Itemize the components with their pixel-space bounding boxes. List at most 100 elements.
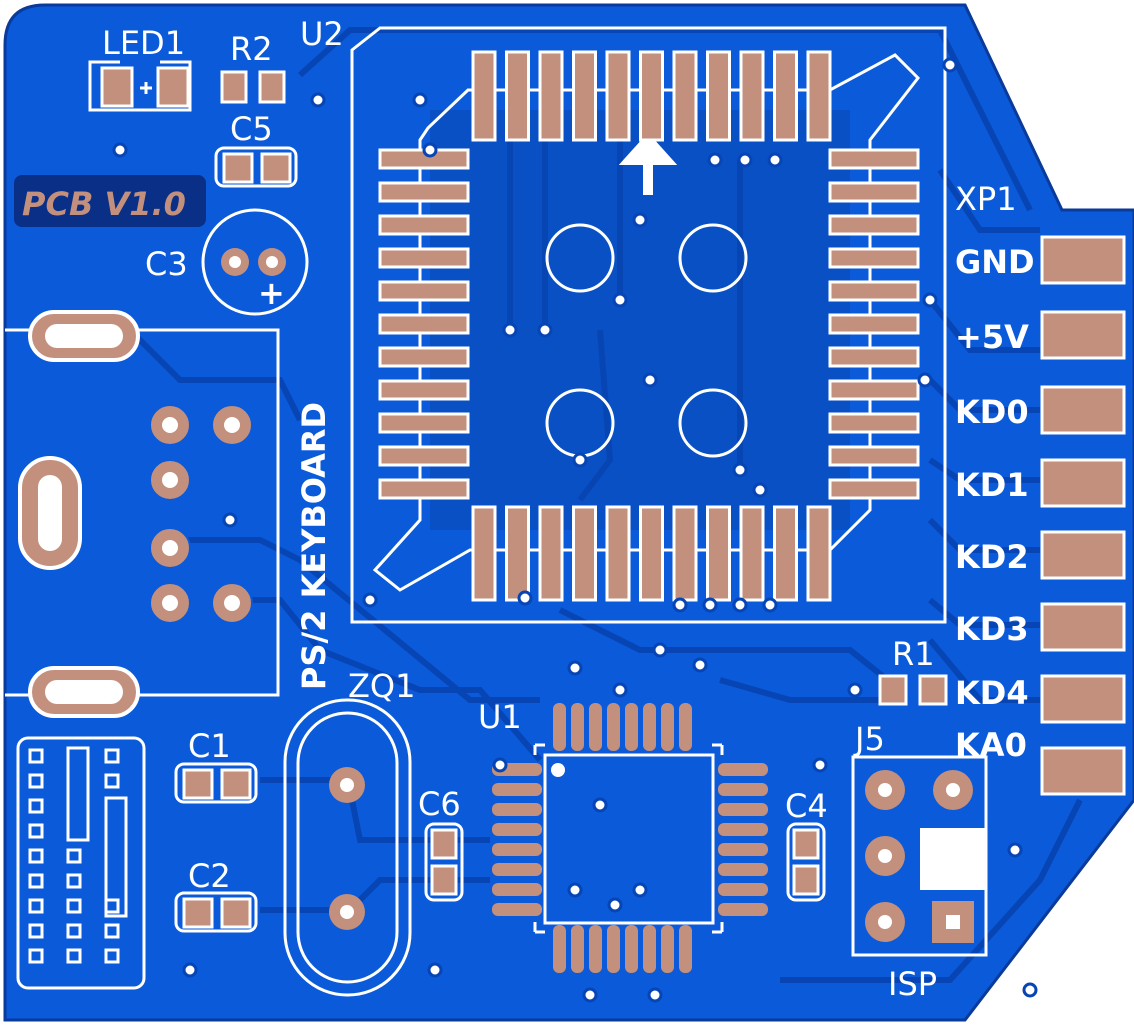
u1-pad-right: [718, 783, 768, 796]
label-c5: C5: [230, 110, 273, 148]
via: [732, 597, 748, 613]
xp1-pad-ka0: [1040, 746, 1126, 796]
via: [612, 292, 628, 308]
xp1-pin-label: KA0: [955, 726, 1027, 764]
u2-pad-right: [828, 313, 920, 335]
u2-pad-bottom: [706, 505, 731, 602]
u2-pad-right: [828, 247, 920, 269]
u1-pad-top: [661, 703, 674, 751]
u2-pad-left: [378, 412, 470, 434]
u2-dark-pour: [430, 110, 850, 530]
logo-grid-cell: [104, 923, 120, 939]
label-c4: C4: [785, 787, 828, 825]
c6-pad: [430, 828, 458, 860]
u2-pad-top: [806, 50, 832, 142]
ps2-connector-outline: [5, 328, 280, 697]
u2-pad-left: [378, 346, 470, 368]
version-label-bg: [14, 175, 206, 227]
u1-pad-left: [492, 803, 542, 816]
u2-pad-bottom: [672, 505, 698, 602]
via: [422, 142, 438, 158]
via: [310, 92, 326, 108]
logo-grid-cell: [28, 823, 44, 839]
label-xp1: XP1: [955, 180, 1017, 218]
u1-pad-left: [492, 783, 542, 796]
u2-pad-bottom: [538, 505, 564, 602]
label-r1: R1: [892, 635, 935, 673]
via: [672, 597, 688, 613]
via: [847, 682, 863, 698]
xp1-pad-kd4: [1040, 674, 1126, 724]
ps2-pins: [149, 404, 253, 624]
u2-pad-right: [828, 181, 920, 203]
via: [922, 292, 938, 308]
via: [732, 462, 748, 478]
label-c2: C2: [188, 857, 231, 895]
u1-pad-top: [553, 703, 566, 751]
via: [412, 92, 428, 108]
vias: [112, 57, 1038, 1003]
logo-grid-cell: [66, 873, 82, 889]
via: [647, 987, 663, 1003]
c5-pad: [260, 152, 292, 184]
via: [567, 660, 583, 676]
xp1-pin-label: KD1: [955, 466, 1029, 504]
u1-pad-left: [492, 903, 542, 916]
label-u2: U2: [300, 15, 344, 53]
u2-pad-left: [378, 280, 470, 302]
logo-grid: [16, 736, 146, 990]
u1-pad-right: [718, 823, 768, 836]
xp1-pad-kd0: [1040, 385, 1126, 435]
u1-pad-left: [492, 843, 542, 856]
pads: [88, 50, 1126, 973]
u2-pad-top: [505, 50, 530, 142]
c4-pad: [792, 828, 820, 860]
logo-grid-cell: [66, 948, 82, 964]
u2-mounting-holes: [545, 223, 748, 458]
via: [917, 372, 933, 388]
u2-pad-right: [828, 379, 920, 401]
via: [692, 657, 708, 673]
via: [112, 142, 128, 158]
logo-grid-cell: [104, 773, 120, 789]
label-c3-plus: +: [258, 274, 285, 312]
via: [632, 212, 648, 228]
u1-pad-top: [607, 703, 620, 751]
label-ps2: PS/2 KEYBOARD: [295, 402, 333, 690]
u2-pad-right: [828, 478, 920, 500]
u2-footprint-outline: [372, 53, 920, 592]
u1-pad-right: [718, 843, 768, 856]
u1-pad-bottom: [553, 925, 566, 973]
u2-pad-top: [706, 50, 731, 142]
u2-pad-top: [538, 50, 564, 142]
via: [752, 482, 768, 498]
u1-pad-left: [492, 863, 542, 876]
u2-pad-bottom: [572, 505, 597, 602]
c4-pad: [792, 864, 820, 896]
via: [762, 597, 778, 613]
c5-pad: [222, 152, 254, 184]
xp1-pin-label: GND: [955, 243, 1035, 281]
via: [767, 152, 783, 168]
via: [632, 882, 648, 898]
c6-pad: [430, 864, 458, 896]
via: [1022, 982, 1038, 998]
label-zq1: ZQ1: [348, 667, 415, 705]
xp1-pad-kd3: [1040, 602, 1126, 652]
c1-pad: [182, 768, 214, 800]
u1-pad-bottom: [643, 925, 656, 973]
r1-pad: [918, 674, 948, 706]
xp1-pad-kd1: [1040, 458, 1126, 508]
logo-grid-cell: [28, 948, 44, 964]
u2-pad-left: [378, 181, 470, 203]
u1-pad-right: [718, 763, 768, 776]
via: [812, 757, 828, 773]
logo-grid-cell: [28, 848, 44, 864]
u1-pad-bottom: [661, 925, 674, 973]
u2-pad-left: [378, 478, 470, 500]
version-label: PCB V1.0: [22, 185, 186, 223]
via: [537, 322, 553, 338]
u2-pad-top: [605, 50, 631, 142]
u2-pad-left: [378, 313, 470, 335]
u2-silk-outline: [350, 26, 947, 624]
